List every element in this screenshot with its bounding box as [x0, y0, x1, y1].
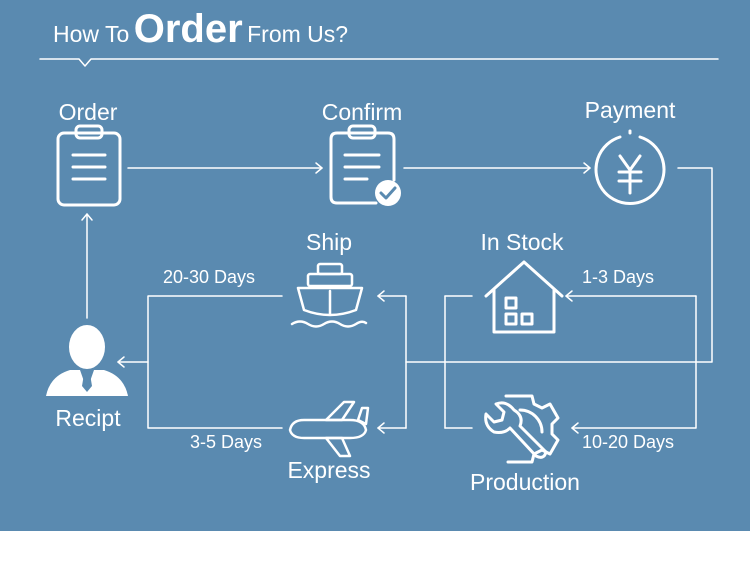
duration-in-stock: 1-3 Days	[582, 267, 655, 287]
title: How To Order From Us?	[53, 9, 348, 58]
diagram-panel: How To Order From Us?	[0, 0, 750, 531]
airplane-icon	[288, 400, 370, 458]
clipboard-icon	[56, 124, 122, 207]
duration-production: 10-20 Days	[582, 432, 675, 452]
step-ship-label: Ship	[305, 229, 353, 255]
title-suffix: From Us?	[247, 21, 349, 47]
yen-coin-icon	[594, 129, 666, 205]
step-production-label: Production	[470, 469, 580, 495]
house-icon	[484, 260, 564, 334]
step-order-label: Order	[58, 99, 118, 125]
step-express-label: Express	[287, 457, 371, 483]
duration-express: 3-5 Days	[190, 432, 263, 452]
step-receipt-label: Recipt	[55, 405, 121, 431]
ship-icon	[290, 262, 368, 328]
title-underline	[39, 58, 719, 67]
step-in-stock-label: In Stock	[480, 229, 564, 255]
step-payment-label: Payment	[584, 97, 676, 123]
connectors	[81, 162, 713, 434]
gear-wrench-icon	[484, 394, 560, 464]
title-prefix: How To	[53, 21, 130, 47]
step-confirm-label: Confirm	[321, 99, 403, 125]
customer-avatar-icon	[46, 325, 128, 396]
title-emphasis: Order	[133, 7, 243, 51]
clipboard-check-icon	[329, 124, 401, 206]
flow-diagram	[39, 58, 719, 464]
duration-ship: 20-30 Days	[163, 267, 256, 287]
